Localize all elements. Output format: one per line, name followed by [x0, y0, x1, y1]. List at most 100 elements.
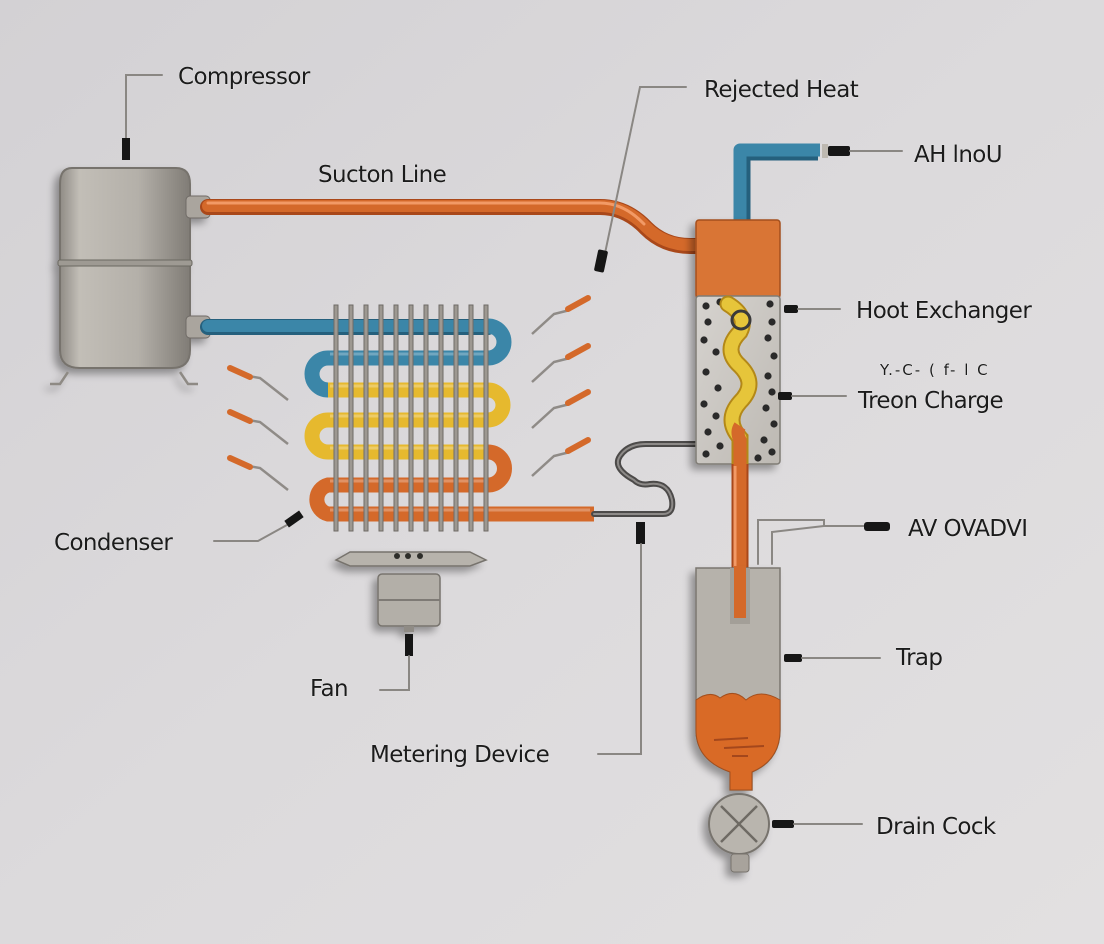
garbled-annotation: Y.-C- ( f- l C [879, 361, 990, 379]
perforation-hole [702, 450, 710, 458]
trap-probe-icon [784, 654, 802, 662]
fan-shaft [404, 626, 414, 632]
perforation-hole [700, 336, 708, 344]
heat-arrow-icon [531, 343, 591, 383]
exchanger-coil-orange [731, 422, 747, 468]
perforation-hole [768, 318, 776, 326]
fan-label: Fan [310, 676, 348, 702]
air-output-probe-icon [864, 522, 890, 531]
drain-cock[interactable] [708, 793, 770, 873]
trap-liquid-ripples [713, 737, 765, 757]
heat-arrow-icon [531, 295, 591, 335]
compressor[interactable] [50, 167, 211, 386]
rejected-heat-probe-icon [594, 249, 608, 273]
condenser-fin [333, 304, 339, 532]
condenser-probe-icon [284, 510, 304, 528]
air-output-label: AV OVADVI [908, 516, 1027, 542]
drain-cock-cross [720, 805, 758, 843]
perforation-hole [704, 428, 712, 436]
compressor-probe-icon [122, 138, 130, 160]
condenser-fin [408, 304, 414, 532]
heat-exchanger-holes [700, 298, 778, 462]
perforation-hole [768, 388, 776, 396]
drain-cock-outlet [730, 853, 750, 873]
perforation-hole [702, 368, 710, 376]
heat-arrow-icon [531, 437, 591, 477]
condenser-fin [393, 304, 399, 532]
heat-arrow-icon [531, 389, 591, 429]
air-input-fitting [822, 144, 828, 158]
perforation-hole [712, 348, 720, 356]
perforation-hole [700, 400, 708, 408]
fan-hub-hole [405, 553, 411, 559]
air-input-label: AH lnoU [914, 142, 1002, 168]
perforation-hole [754, 454, 762, 462]
heat-exchanger-top-block [695, 219, 781, 299]
compressor-leader-line [125, 74, 163, 159]
exchanger-coil-yellow [721, 297, 756, 445]
heat-radiation-arrows [227, 295, 591, 491]
heat-arrow-icon [227, 365, 289, 401]
perforation-hole [768, 448, 776, 456]
condenser-fins [333, 304, 489, 532]
trap-liquid [695, 693, 781, 791]
condenser-pass-blue [304, 318, 512, 398]
condenser-fin [423, 304, 429, 532]
condenser-label: Condenser [54, 530, 173, 556]
condenser-fin [483, 304, 489, 532]
air-input-probe-icon [828, 146, 850, 156]
perforation-hole [760, 436, 768, 444]
heat-arrow-icon [227, 455, 289, 491]
fan-hub-hole [394, 553, 400, 559]
perforation-hole [764, 334, 772, 342]
perforation-hole [766, 300, 774, 308]
perforation-hole [770, 352, 778, 360]
freon-charge-label: Treon Charge [857, 388, 1003, 414]
suction-line-highlight [206, 201, 646, 226]
drain-cock-probe-icon [772, 820, 794, 828]
heat-exchanger-label: Hoot Exchanger [856, 298, 1032, 324]
perforation-hole [712, 412, 720, 420]
condenser-fin [468, 304, 474, 532]
fan[interactable] [334, 551, 488, 632]
compressor-leg [178, 371, 198, 386]
suction-line-pipe[interactable] [202, 200, 712, 251]
perforation-hole [764, 372, 772, 380]
fan-blade [334, 551, 488, 567]
drain-cock-label: Drain Cock [876, 814, 997, 840]
compressor-leg [50, 371, 70, 386]
fan-leader-line [379, 655, 410, 691]
rejected-heat-leader-line [603, 86, 687, 259]
condenser-fin [363, 304, 369, 532]
heat-exchanger-probe-icon [784, 305, 798, 313]
trap-label: Trap [895, 645, 942, 671]
compressor-label: Compressor [178, 64, 311, 90]
air-output-leader-loop [757, 519, 825, 565]
condenser-fin [438, 304, 444, 532]
exchanger-coil-loop [730, 309, 752, 331]
heat-arrow-icon [227, 409, 289, 445]
perforation-hole [702, 302, 710, 310]
heat-exchanger[interactable] [695, 219, 781, 465]
compressor-seam [57, 259, 193, 267]
condenser-fin [378, 304, 384, 532]
condenser-leader-line [213, 519, 297, 542]
perforation-hole [716, 442, 724, 450]
condenser-fin [348, 304, 354, 532]
perforation-hole [714, 384, 722, 392]
condenser-coil[interactable] [304, 304, 594, 532]
perforation-hole [704, 318, 712, 326]
suction-line-label: Sucton Line [318, 162, 446, 188]
fan-hub-hole [417, 553, 423, 559]
condenser-fin [453, 304, 459, 532]
metering-probe-icon [636, 522, 645, 544]
condenser-pass-yellow [304, 382, 511, 460]
metering-device-highlight [593, 443, 701, 515]
freon-charge-probe-icon [778, 392, 792, 400]
metering-leader-line [597, 543, 642, 755]
perforation-hole [770, 420, 778, 428]
perforation-hole [762, 404, 770, 412]
